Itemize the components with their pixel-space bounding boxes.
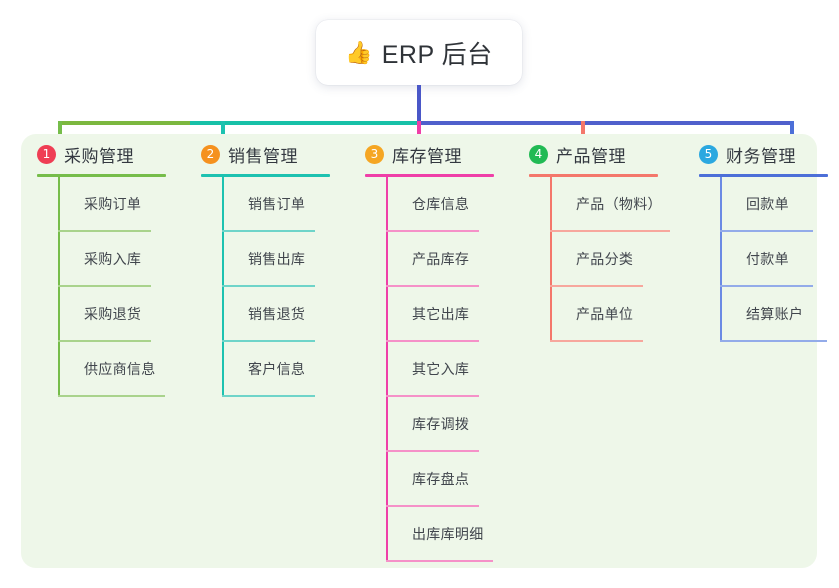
- item-rule: [550, 340, 643, 342]
- item-stem: [720, 287, 722, 342]
- item-rule: [386, 505, 479, 507]
- column-badge-3: 3: [365, 144, 384, 164]
- item-label: 客户信息: [248, 361, 306, 377]
- item-label: 产品分类: [576, 251, 634, 267]
- item-stem: [222, 342, 224, 397]
- item-rule: [58, 395, 165, 397]
- column-title-4: 产品管理: [556, 146, 626, 166]
- item-stem: [386, 507, 388, 562]
- item-stem: [720, 232, 722, 287]
- item-rule: [222, 230, 315, 232]
- column-rule-5: [699, 174, 828, 177]
- item-label: 供应商信息: [84, 361, 156, 377]
- column-title-5: 财务管理: [726, 146, 796, 166]
- item-rule: [58, 285, 151, 287]
- column-purchase: 1 采购管理 采购订单 采购入库 采购退货 供应商信息: [37, 134, 182, 397]
- column-sales: 2 销售管理 销售订单 销售出库 销售退货 客户信息: [201, 134, 336, 397]
- item-label: 产品（物料）: [576, 196, 662, 212]
- item-label: 采购订单: [84, 196, 142, 212]
- column-header-3[interactable]: 3 库存管理: [365, 134, 510, 174]
- item-rule: [386, 340, 479, 342]
- item-stem: [720, 177, 722, 232]
- item-rule: [222, 340, 315, 342]
- item-label: 采购入库: [84, 251, 142, 267]
- column-rule-2: [201, 174, 330, 177]
- column-title-2: 销售管理: [228, 146, 298, 166]
- column-header-4[interactable]: 4 产品管理: [529, 134, 684, 174]
- item-rule: [386, 560, 493, 562]
- item-rule: [550, 230, 670, 232]
- column-inventory: 3 库存管理 仓库信息 产品库存 其它出库 其它入库: [365, 134, 510, 562]
- item-label: 结算账户: [746, 306, 804, 322]
- item-stem: [550, 232, 552, 287]
- item-label: 销售订单: [248, 196, 306, 212]
- item-stem: [58, 232, 60, 287]
- item-stem: [222, 287, 224, 342]
- column-header-1[interactable]: 1 采购管理: [37, 134, 182, 174]
- column-header-2[interactable]: 2 销售管理: [201, 134, 336, 174]
- column-rule-4: [529, 174, 658, 177]
- column-header-5[interactable]: 5 财务管理: [699, 134, 834, 174]
- diagram-panel: 1 采购管理 采购订单 采购入库 采购退货 供应商信息: [21, 134, 828, 568]
- item-rule: [58, 230, 151, 232]
- item-stem: [222, 177, 224, 232]
- column-rule-1: [37, 174, 166, 177]
- column-badge-2: 2: [201, 144, 220, 164]
- item-stem: [550, 177, 552, 232]
- item-label: 销售退货: [248, 306, 306, 322]
- item-stem: [386, 287, 388, 342]
- column-title-3: 库存管理: [392, 146, 462, 166]
- item-label: 其它出库: [412, 306, 470, 322]
- item-label: 采购退货: [84, 306, 142, 322]
- item-stem: [386, 397, 388, 452]
- item-rule: [222, 395, 315, 397]
- item-label: 库存盘点: [412, 471, 470, 487]
- item-stem: [222, 232, 224, 287]
- column-title-1: 采购管理: [64, 146, 134, 166]
- root-stem-connector: [417, 85, 421, 125]
- item-rule: [720, 340, 827, 342]
- item-stem: [386, 452, 388, 507]
- root-node-card[interactable]: 👍 ERP 后台: [316, 20, 522, 85]
- item-rule: [550, 285, 643, 287]
- connector-bar-segment-green: [58, 121, 193, 125]
- item-rule: [386, 230, 479, 232]
- item-label: 出库库明细: [412, 526, 484, 542]
- column-badge-1: 1: [37, 144, 56, 164]
- column-finance: 5 财务管理 回款单 付款单 结算账户: [699, 134, 834, 342]
- column-badge-5: 5: [699, 144, 718, 164]
- item-label: 库存调拨: [412, 416, 470, 432]
- item-label: 仓库信息: [412, 196, 470, 212]
- item-stem: [58, 287, 60, 342]
- item-rule: [222, 285, 315, 287]
- item-rule: [386, 450, 479, 452]
- column-product: 4 产品管理 产品（物料） 产品分类 产品单位: [529, 134, 684, 342]
- item-rule: [720, 230, 813, 232]
- connector-bar-segment-blue: [417, 121, 794, 125]
- item-stem: [58, 342, 60, 397]
- item-rule: [386, 395, 479, 397]
- item-label: 回款单: [746, 196, 789, 212]
- connector-bar-segment-teal: [190, 121, 419, 125]
- column-badge-4: 4: [529, 144, 548, 164]
- root-node-title: ERP 后台: [381, 40, 493, 69]
- item-rule: [58, 340, 151, 342]
- item-rule: [720, 285, 813, 287]
- item-stem: [386, 232, 388, 287]
- item-label: 产品库存: [412, 251, 470, 267]
- item-stem: [550, 287, 552, 342]
- thumbs-up-icon: 👍: [345, 39, 373, 65]
- item-label: 产品单位: [576, 306, 634, 322]
- item-label: 销售出库: [248, 251, 306, 267]
- item-label: 付款单: [746, 251, 789, 267]
- item-label: 其它入库: [412, 361, 470, 377]
- item-stem: [58, 177, 60, 232]
- column-rule-3: [365, 174, 494, 177]
- item-rule: [386, 285, 479, 287]
- item-stem: [386, 177, 388, 232]
- item-stem: [386, 342, 388, 397]
